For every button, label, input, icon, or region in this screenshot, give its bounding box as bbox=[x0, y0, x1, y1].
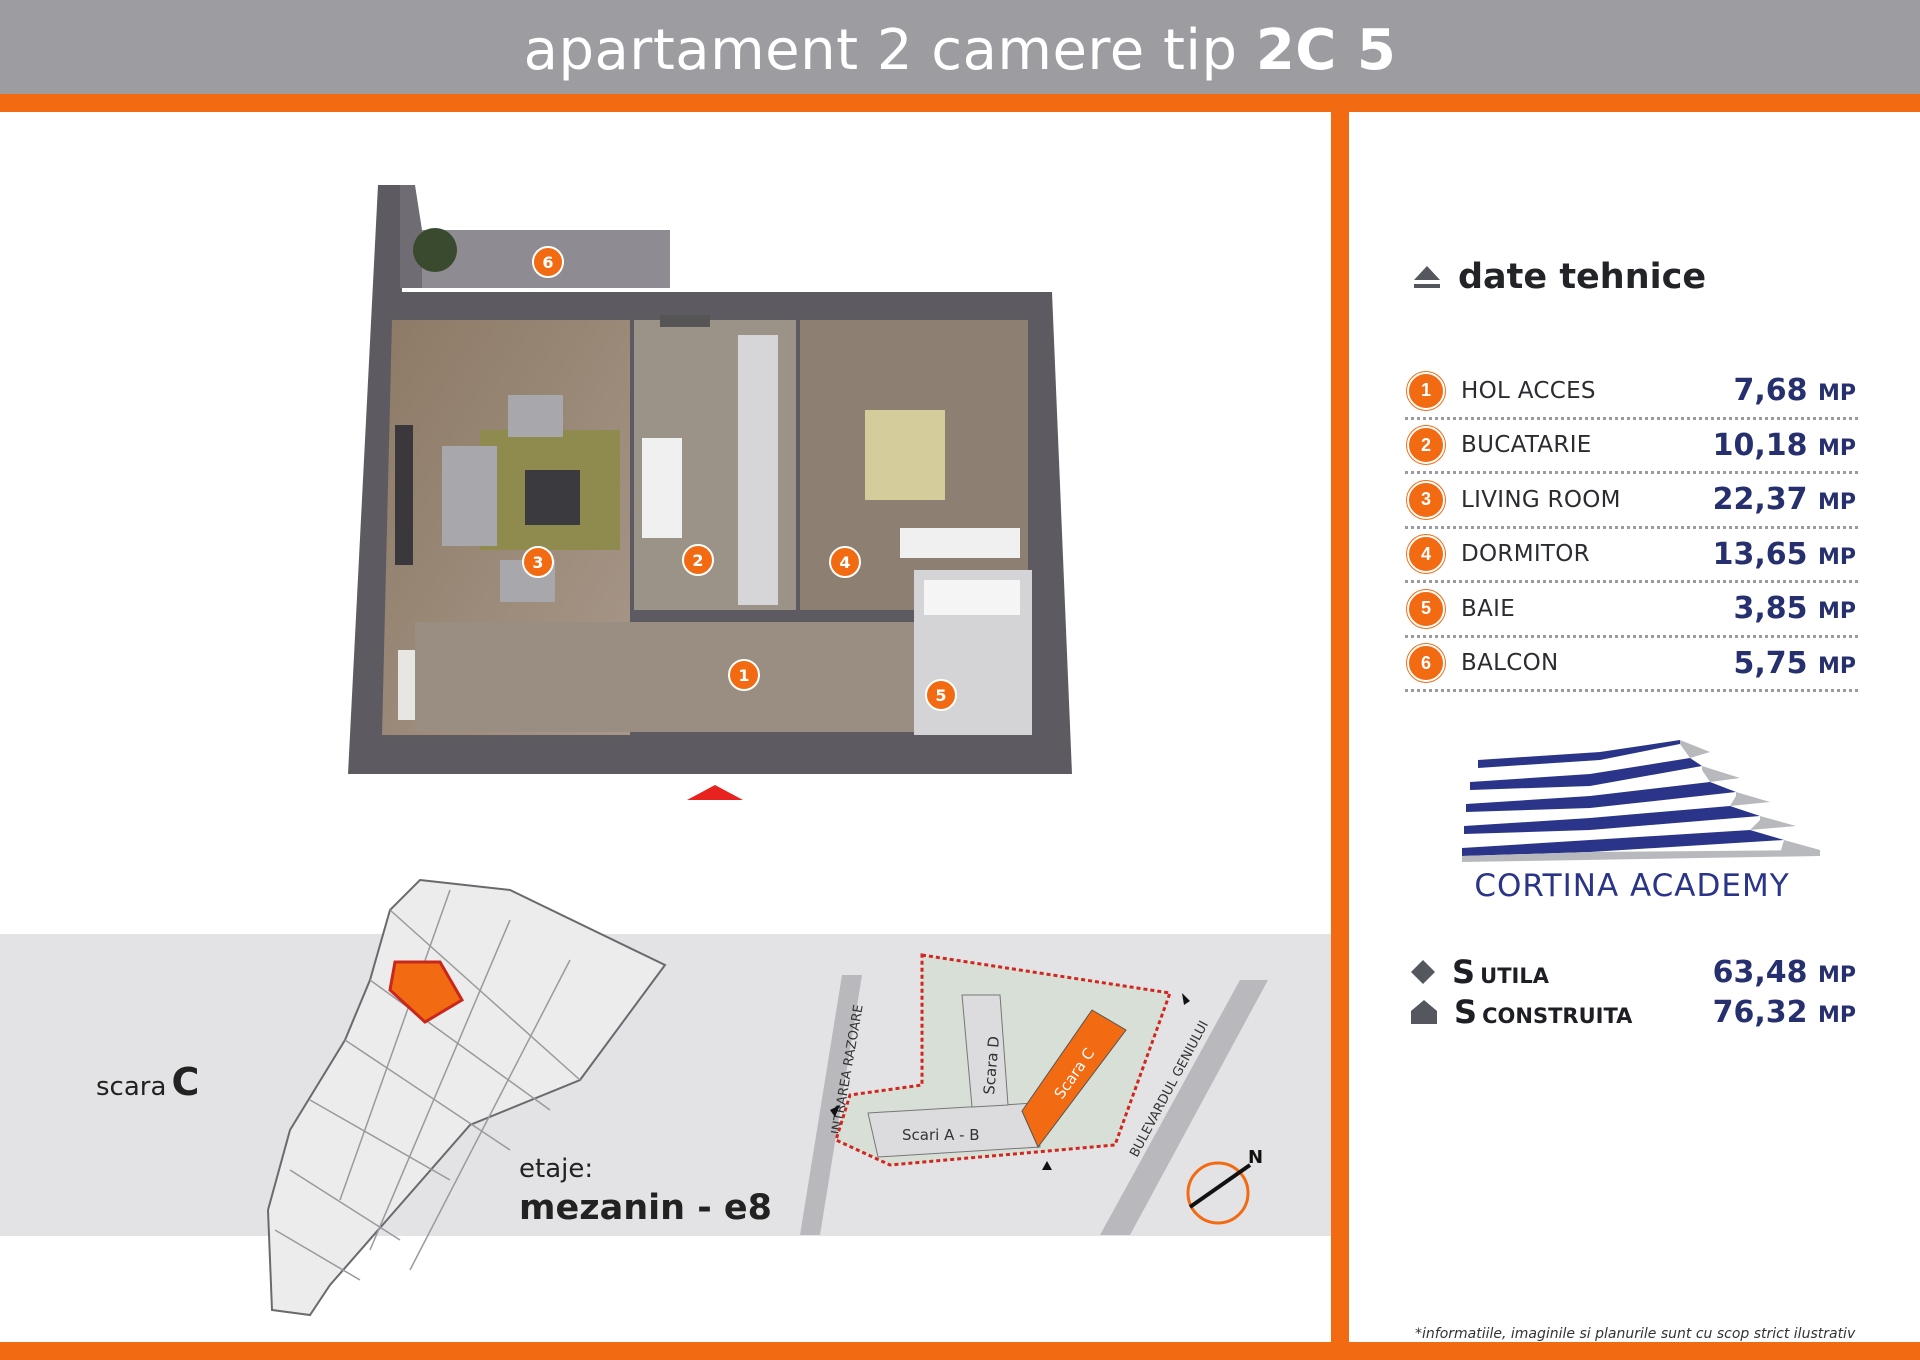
room-number-badge: 1 bbox=[1407, 371, 1445, 410]
tech-title: date tehnice bbox=[1458, 257, 1707, 297]
diamond-icon bbox=[1411, 960, 1435, 984]
title-prefix: apartament 2 camere tip bbox=[523, 18, 1238, 83]
room-row: 2 BUCATARIE 10,18 MP bbox=[1405, 420, 1858, 474]
room-area: 7,68 MP bbox=[1733, 373, 1856, 408]
room-number-badge: 6 bbox=[1407, 644, 1445, 683]
room-area-value: 5,75 bbox=[1733, 645, 1808, 681]
marker-6-label: 6 bbox=[542, 253, 553, 272]
floor-plan-image: 6 3 2 4 1 5 bbox=[348, 185, 1072, 800]
room-area: 22,37 MP bbox=[1713, 482, 1856, 517]
stat-s: S bbox=[1454, 993, 1478, 1031]
room-row: 4 DORMITOR 13,65 MP bbox=[1405, 529, 1858, 583]
header-bar bbox=[0, 0, 1920, 94]
marker-2-label: 2 bbox=[692, 551, 703, 570]
stat-number: 76,32 bbox=[1712, 994, 1808, 1030]
room-area: 13,65 MP bbox=[1713, 537, 1856, 572]
site-label-scari-ab: Scari A - B bbox=[902, 1126, 980, 1144]
room-name: BUCATARIE bbox=[1461, 432, 1592, 459]
room-area-unit: MP bbox=[1817, 544, 1856, 570]
room-area-value: 7,68 bbox=[1733, 373, 1808, 409]
stat-row: S UTILA 63,48 MP bbox=[1410, 952, 1858, 992]
etaje-label: etaje: bbox=[519, 1154, 594, 1184]
marker-3-label: 3 bbox=[532, 553, 543, 572]
vertical-divider bbox=[1331, 112, 1349, 1342]
room-area-unit: MP bbox=[1817, 599, 1856, 625]
room-row: 3 LIVING ROOM 22,37 MP bbox=[1405, 474, 1858, 529]
room-area-unit: MP bbox=[1817, 653, 1856, 679]
stat-unit: MP bbox=[1817, 1002, 1856, 1028]
stat-s: S bbox=[1452, 953, 1476, 991]
stat-name: CONSTRUITA bbox=[1482, 1004, 1633, 1028]
eject-icon bbox=[1414, 266, 1440, 288]
stat-value: 76,32 MP bbox=[1713, 995, 1856, 1030]
stat-name: UTILA bbox=[1480, 964, 1549, 988]
building-floor-plan bbox=[266, 878, 667, 1317]
room-name: BALCON bbox=[1461, 650, 1559, 677]
room-name: HOL ACCES bbox=[1461, 377, 1596, 404]
marker-1-label: 1 bbox=[738, 666, 749, 685]
stat-label: S CONSTRUITA bbox=[1454, 993, 1632, 1031]
stat-number: 63,48 bbox=[1712, 954, 1808, 990]
header-accent-line bbox=[0, 94, 1920, 112]
room-number-badge: 5 bbox=[1407, 589, 1445, 628]
page-title: apartament 2 camere tip 2C 5 bbox=[0, 18, 1920, 84]
title-code: 2C 5 bbox=[1255, 18, 1397, 83]
room-area-value: 13,65 bbox=[1712, 536, 1808, 572]
room-name: DORMITOR bbox=[1461, 541, 1590, 568]
marker-5-label: 5 bbox=[935, 686, 946, 705]
rooms-list: 1 HOL ACCES 7,68 MP 2 BUCATARIE 10,18 MP 3 LIVI… bbox=[1405, 365, 1858, 692]
room-area-unit: MP bbox=[1817, 381, 1856, 407]
room-name: BAIE bbox=[1461, 595, 1516, 622]
marker-4-label: 4 bbox=[839, 553, 850, 572]
disclaimer: *informatiile, imaginile si planurile su… bbox=[1415, 1326, 1856, 1342]
stat-value: 63,48 MP bbox=[1713, 955, 1856, 990]
room-area-value: 22,37 bbox=[1712, 482, 1808, 518]
footer-accent-line bbox=[0, 1342, 1920, 1360]
room-number-badge: 2 bbox=[1407, 426, 1445, 465]
room-name: LIVING ROOM bbox=[1461, 486, 1621, 513]
etaje-value: mezanin - e8 bbox=[519, 1188, 773, 1228]
site-label-scara-d: Scara D bbox=[980, 1035, 1003, 1095]
compass-north-label: N bbox=[1248, 1147, 1263, 1168]
room-row: 5 BAIE 3,85 MP bbox=[1405, 583, 1858, 638]
stat-label: S UTILA bbox=[1452, 953, 1549, 991]
room-area-unit: MP bbox=[1817, 435, 1856, 461]
stat-row: S CONSTRUITA 76,32 MP bbox=[1410, 992, 1858, 1032]
room-row: 6 BALCON 5,75 MP bbox=[1405, 638, 1858, 692]
scara-value: C bbox=[171, 1060, 200, 1104]
tech-section-title: date tehnice bbox=[1412, 252, 1706, 302]
room-area-value: 3,85 bbox=[1733, 591, 1808, 627]
stat-unit: MP bbox=[1817, 962, 1856, 988]
scara-label: scara bbox=[96, 1072, 167, 1102]
room-area-unit: MP bbox=[1817, 490, 1856, 516]
room-row: 1 HOL ACCES 7,68 MP bbox=[1405, 365, 1858, 420]
house-icon bbox=[1411, 1000, 1437, 1024]
cortina-academy-logo bbox=[1462, 740, 1820, 862]
site-plan-map: INTRAREA RAZOARE BULEVARDUL GENIULUI Sca… bbox=[800, 953, 1268, 1235]
room-number-badge: 3 bbox=[1407, 480, 1445, 519]
room-area: 3,85 MP bbox=[1733, 591, 1856, 626]
room-area-value: 10,18 bbox=[1712, 427, 1808, 463]
room-area: 10,18 MP bbox=[1713, 428, 1856, 463]
room-area: 5,75 MP bbox=[1733, 646, 1856, 681]
scara-indicator: scara C bbox=[96, 1060, 199, 1104]
brand-name: CORTINA ACADEMY bbox=[1474, 868, 1790, 904]
surface-stats: S UTILA 63,48 MP S CONSTRUITA 76,32 MP bbox=[1410, 952, 1858, 1032]
room-number-badge: 4 bbox=[1407, 535, 1445, 574]
